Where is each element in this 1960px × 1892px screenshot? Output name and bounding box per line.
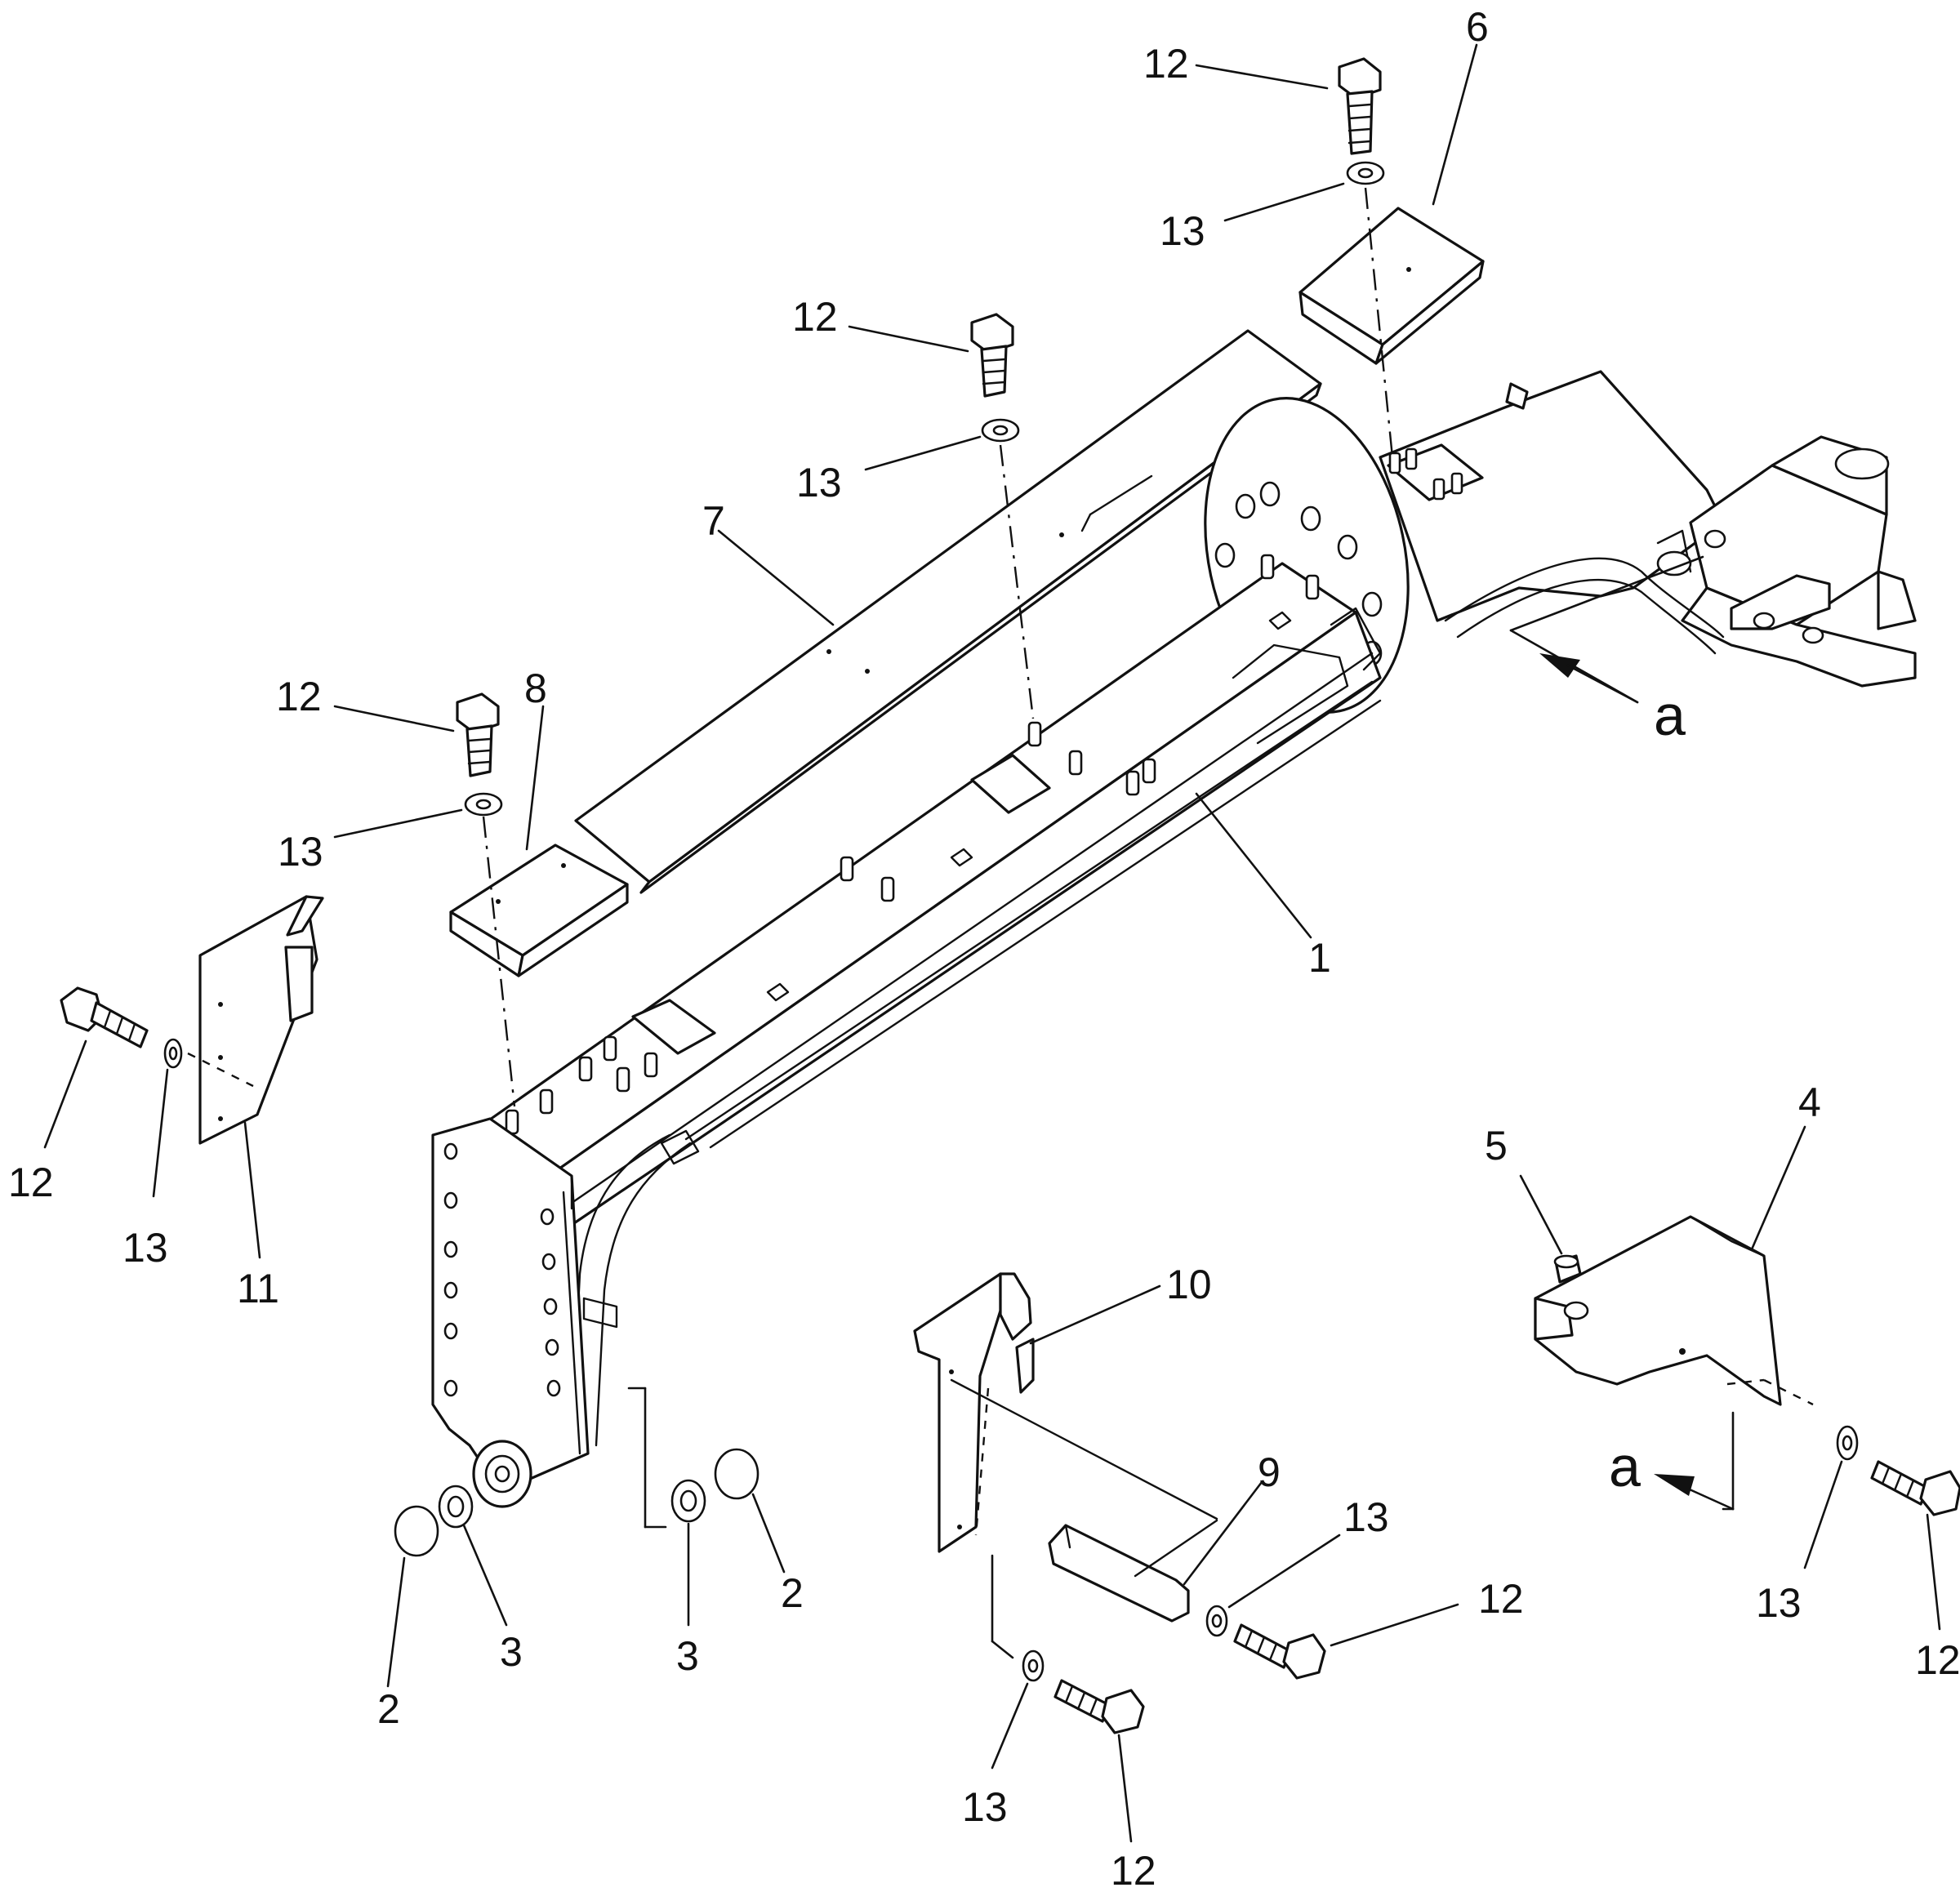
view-arrow-upper xyxy=(1509,555,1704,704)
view-letter-a-upper: a xyxy=(1654,683,1686,747)
callout-13-bottom-center: 13 xyxy=(962,1784,1008,1830)
bolt-12-far-right xyxy=(1870,1460,1960,1516)
callout-labels: 1 2 2 3 3 4 5 6 7 8 9 10 11 12 12 12 12 … xyxy=(8,4,1960,1892)
callout-6: 6 xyxy=(1466,4,1489,50)
bolt-12-upper-left xyxy=(456,692,500,777)
callout-9: 9 xyxy=(1258,1449,1281,1495)
spacer-3-right xyxy=(670,1479,706,1523)
view-letter-a-lower: a xyxy=(1609,1435,1641,1498)
callout-13-far-right: 13 xyxy=(1756,1580,1802,1626)
spacer-3-left xyxy=(438,1485,474,1529)
assembly-lines xyxy=(482,187,1735,1659)
callout-11: 11 xyxy=(237,1266,279,1311)
nut-5 xyxy=(1553,1254,1582,1284)
cover-4 xyxy=(1534,1215,1814,1406)
washer-13-bottom-right-of-9 xyxy=(1205,1605,1228,1637)
bar-9 xyxy=(1048,1519,1218,1623)
bolt-12-top-right xyxy=(1338,57,1382,155)
callout-2-right: 2 xyxy=(781,1570,804,1616)
washer-13-upper-left xyxy=(464,792,503,817)
callout-12-bottom-right-of-9: 12 xyxy=(1478,1576,1524,1622)
callout-7: 7 xyxy=(702,498,725,544)
washer-13-left xyxy=(163,1038,183,1069)
leader-lines xyxy=(43,43,1941,1843)
callout-13-top-right: 13 xyxy=(1160,208,1205,254)
block-6 xyxy=(1298,207,1485,365)
callout-13-left: 13 xyxy=(122,1225,168,1271)
callout-3-right: 3 xyxy=(676,1633,699,1679)
callout-2-left: 2 xyxy=(377,1686,400,1732)
callout-8: 8 xyxy=(524,666,547,711)
washer-13-top-middle xyxy=(981,418,1020,443)
bolt-12-bottom-right-of-9 xyxy=(1233,1623,1326,1680)
axle-housing-1 xyxy=(431,370,1917,1508)
washer-13-top-right xyxy=(1346,161,1385,185)
callout-12-left: 12 xyxy=(8,1160,54,1205)
callout-3-left: 3 xyxy=(500,1629,523,1675)
callout-12-far-right: 12 xyxy=(1915,1637,1960,1683)
callout-13-bottom-right-of-9: 13 xyxy=(1343,1494,1389,1540)
callout-5: 5 xyxy=(1485,1123,1508,1169)
cover-plate-7 xyxy=(574,329,1322,894)
bracket-10 xyxy=(913,1272,1218,1553)
bracket-11 xyxy=(187,895,324,1145)
view-arrow-lower xyxy=(1654,1474,1735,1511)
callout-12-top-right: 12 xyxy=(1143,41,1189,87)
o-ring-2-left xyxy=(394,1505,439,1557)
bolt-12-top-middle xyxy=(970,313,1014,398)
bolt-12-bottom-center xyxy=(1054,1679,1145,1734)
callout-12-upper-left: 12 xyxy=(276,674,322,719)
callout-4: 4 xyxy=(1798,1080,1821,1125)
callout-12-top-middle: 12 xyxy=(792,294,838,340)
washer-13-far-right xyxy=(1836,1425,1859,1461)
callout-13-top-middle: 13 xyxy=(796,460,842,505)
o-ring-2-right xyxy=(714,1448,760,1500)
bolt-12-left xyxy=(60,986,149,1048)
callout-10: 10 xyxy=(1166,1262,1212,1307)
cover-plate-8 xyxy=(449,844,629,977)
callout-1: 1 xyxy=(1308,935,1331,981)
washer-13-bottom-center xyxy=(1022,1649,1045,1682)
callout-13-upper-left: 13 xyxy=(278,829,323,875)
callout-12-bottom-center: 12 xyxy=(1111,1848,1156,1892)
